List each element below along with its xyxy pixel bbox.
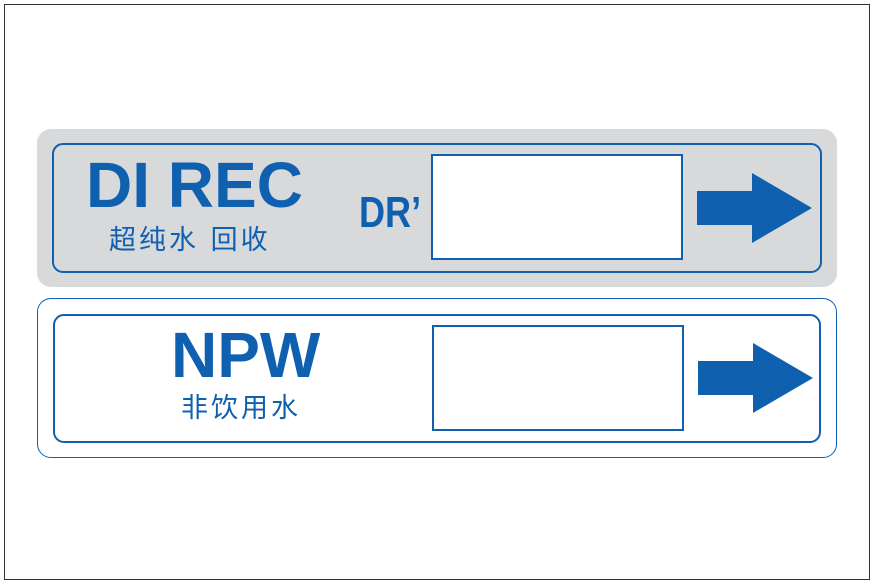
pipe-label-di-rec: DI REC 超纯水 回收 DR’ xyxy=(37,129,837,287)
fluid-code: DI REC xyxy=(86,149,303,221)
fluid-code: NPW xyxy=(171,319,321,391)
blank-write-in-box xyxy=(432,325,684,431)
right-arrow-icon xyxy=(698,343,813,413)
drawing-frame xyxy=(4,4,870,580)
label-note: DR’ xyxy=(359,188,422,237)
fluid-name-chinese: 非饮用水 xyxy=(181,393,301,424)
right-arrow-icon xyxy=(697,173,812,243)
pipe-label-npw: NPW 非饮用水 xyxy=(37,298,837,458)
blank-write-in-box xyxy=(431,154,683,260)
fluid-name-chinese: 超纯水 回收 xyxy=(109,225,271,256)
